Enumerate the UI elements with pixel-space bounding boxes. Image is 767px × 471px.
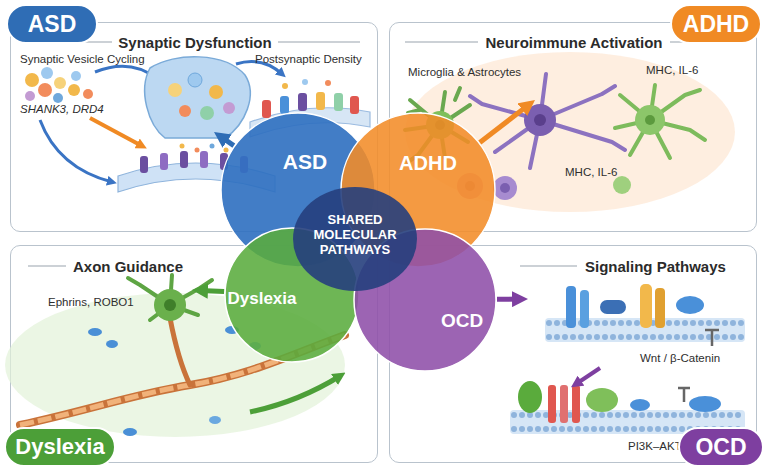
pathway-label: SHANK3, DRD4 — [20, 103, 104, 116]
badge-shape — [5, 428, 115, 466]
badge-shape — [671, 5, 761, 43]
pathway-label: MHC, IL-6 — [646, 64, 698, 77]
panel-heading: Signaling Pathways — [585, 258, 755, 275]
corner-badge: Dyslexia — [4, 427, 116, 467]
node-label: ASD — [270, 150, 340, 174]
node-label: ADHD — [388, 152, 468, 175]
node-label: Dyslexia — [4, 434, 116, 459]
connector-arrow — [221, 137, 234, 146]
corner-badge: ADHD — [670, 4, 762, 44]
badge-shape — [7, 5, 97, 43]
venn-circle-shape — [354, 229, 496, 371]
pathway-label: Postsynaptic Density — [255, 53, 362, 66]
pathway-label: Wnt / β-Catenin — [640, 352, 720, 365]
corner-badge: OCD — [678, 427, 764, 467]
connector-arrow — [497, 297, 520, 302]
node-label: ASD — [6, 11, 98, 37]
shared-core-shape — [293, 187, 417, 291]
pathway-label: MHC, IL-6 — [565, 166, 617, 179]
node-label: ADHD — [670, 11, 762, 37]
connector-arrow — [200, 290, 224, 291]
pathway-label: Ephrins, ROBO1 — [48, 296, 134, 309]
node-label: OCD — [432, 310, 492, 332]
pathway-label: Microglia & Astrocytes — [408, 66, 521, 79]
node-label: Dyslexia — [222, 289, 302, 309]
connector-arrow — [480, 105, 529, 143]
node-label: OCD — [678, 434, 764, 460]
node-label: SHARED MOLECULAR PATHWAYS — [305, 213, 405, 258]
badge-shape — [679, 428, 763, 466]
corner-badge: ASD — [6, 4, 98, 44]
shared-core: SHARED MOLECULAR PATHWAYS — [292, 186, 418, 292]
pathway-label: Synaptic Vesicle Cycling — [20, 53, 145, 66]
